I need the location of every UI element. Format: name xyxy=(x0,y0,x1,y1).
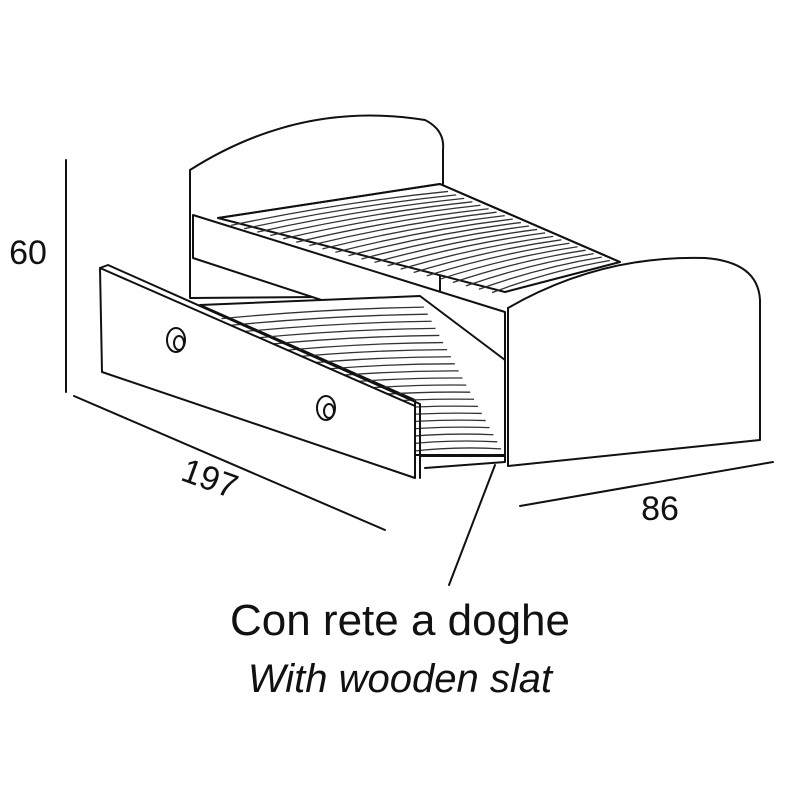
slat xyxy=(283,204,481,240)
width-dimension-line xyxy=(519,461,774,507)
height-label: 60 xyxy=(9,234,47,272)
slat xyxy=(268,341,444,353)
slat xyxy=(400,235,554,270)
slat xyxy=(309,211,497,247)
slat xyxy=(413,239,562,274)
slat xyxy=(387,232,546,267)
footboard xyxy=(507,256,761,467)
upper-slats xyxy=(230,190,611,294)
trundle-front xyxy=(99,267,416,479)
length-dimension-line xyxy=(73,395,386,531)
slat xyxy=(256,197,465,233)
knob-icon xyxy=(316,395,336,421)
upper-slat-frame xyxy=(217,183,621,294)
slat xyxy=(439,246,578,280)
slat xyxy=(249,327,436,340)
knob-icon xyxy=(166,327,186,353)
slat xyxy=(335,218,513,253)
slat xyxy=(322,214,505,250)
leader-line xyxy=(448,464,496,586)
slat xyxy=(259,334,440,346)
slat xyxy=(240,320,432,333)
caption-english: With wooden slat xyxy=(247,657,553,701)
slat xyxy=(296,208,489,243)
slat xyxy=(465,252,594,287)
width-label: 86 xyxy=(641,490,679,528)
slat xyxy=(221,306,424,320)
slat xyxy=(230,190,449,226)
slat xyxy=(374,228,538,263)
slat xyxy=(491,259,611,294)
length-label: 197 xyxy=(177,451,243,506)
slat xyxy=(426,242,570,277)
slat xyxy=(361,225,530,260)
slat xyxy=(348,221,521,257)
slat xyxy=(230,313,428,326)
slat xyxy=(452,249,586,284)
slat xyxy=(243,194,457,230)
caption-italian: Con rete a doghe xyxy=(229,596,571,645)
slat xyxy=(270,201,473,237)
slat xyxy=(478,256,602,290)
